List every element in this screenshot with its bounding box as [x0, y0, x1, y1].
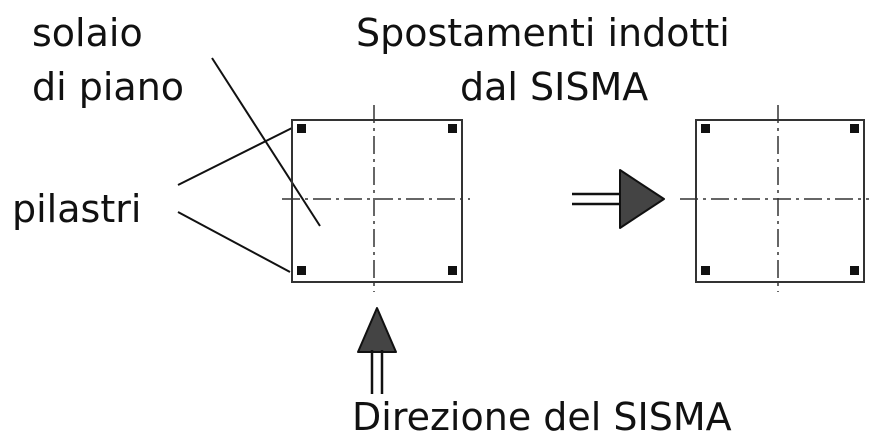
columns-label: pilastri	[12, 187, 142, 231]
seismic-direction-arrow-head	[357, 307, 397, 353]
displaced-column-top-left	[701, 124, 710, 133]
displaced-column-bottom-right	[850, 266, 859, 275]
displaced-column-bottom-left	[701, 266, 710, 275]
floor-slab-outline	[291, 119, 463, 283]
floor-plan-original	[282, 105, 470, 292]
floor-label-line1: solaio	[32, 11, 143, 55]
column-leader-line-bottom	[177, 211, 291, 273]
direction-label: Direzione del SISMA	[352, 395, 732, 439]
displacement-arrow-head	[619, 169, 665, 229]
seismic-direction-arrow	[357, 307, 397, 394]
floor-plan-displaced	[680, 105, 869, 292]
displaced-slab-outline	[695, 119, 865, 283]
column-bottom-left	[297, 266, 306, 275]
column-leader-line-top	[177, 127, 293, 186]
floor-label-line2: di piano	[32, 65, 185, 109]
column-top-left	[297, 124, 306, 133]
displacement-label-line2: dal SISMA	[460, 65, 649, 109]
displacement-label-line1: Spostamenti indotti	[356, 11, 730, 55]
displacement-arrow	[572, 169, 665, 229]
column-bottom-right	[448, 266, 457, 275]
column-top-right	[448, 124, 457, 133]
displaced-column-top-right	[850, 124, 859, 133]
